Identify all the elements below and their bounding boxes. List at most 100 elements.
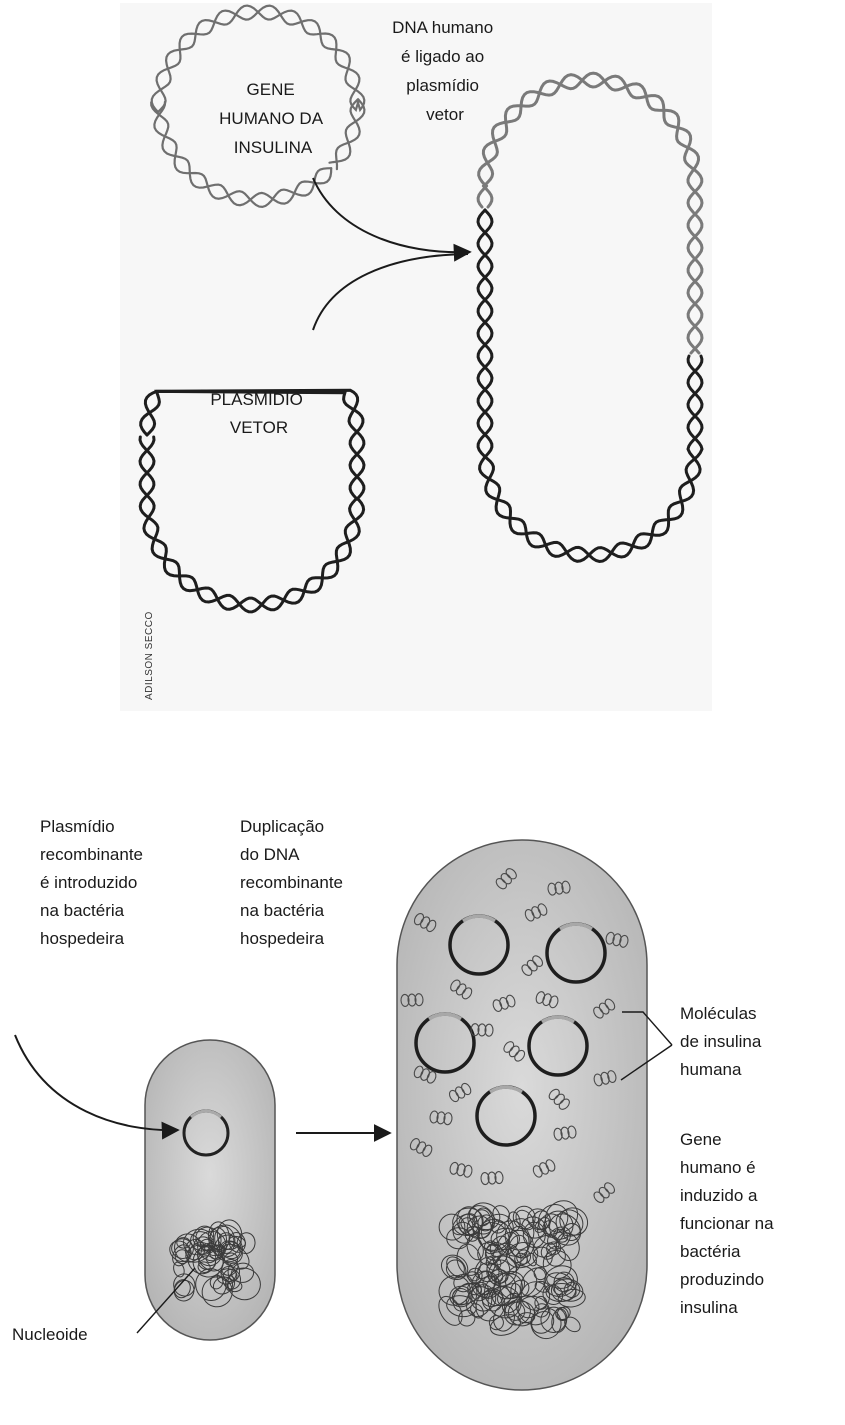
inserted-gene-segment — [559, 922, 593, 931]
nucleoid-loop — [452, 1282, 478, 1312]
nucleoid-loop — [221, 1243, 250, 1270]
plasmid-vector-label-line: VETOR — [230, 418, 288, 437]
nucleoid-loop — [507, 1211, 521, 1231]
insulin-molecule — [429, 1110, 453, 1126]
plasmid-vector-label: PLASMÍDIO VETOR — [210, 390, 307, 437]
nucleoid-loop — [477, 1218, 511, 1251]
helix-strand — [155, 4, 366, 171]
nucleoid-loop — [227, 1267, 261, 1301]
plasmid-vector-strand — [138, 388, 366, 614]
ligation-label-line: DNA humano — [392, 18, 493, 37]
nucleoid-loop — [546, 1241, 562, 1256]
nucleoid-loop — [537, 1204, 569, 1235]
nucleoid-loop — [515, 1209, 535, 1231]
helix-strand — [153, 100, 333, 209]
insulin-molecule — [503, 1041, 526, 1062]
introduction-label-line: recombinante — [40, 845, 143, 864]
nucleoid-loop — [545, 1282, 577, 1303]
insulin-molecule — [553, 1125, 577, 1141]
nucleoid-loop — [472, 1207, 494, 1239]
helix-strand — [150, 101, 333, 207]
nucleoid-loop — [207, 1221, 230, 1253]
helix-strand — [150, 4, 366, 164]
nucleoid-loop — [212, 1276, 234, 1295]
gene-expression-label-line: produzindo — [680, 1270, 764, 1289]
insulin-molecules — [400, 868, 629, 1204]
ligation-label-line: é ligado ao — [401, 47, 484, 66]
nucleoid-loop — [236, 1232, 256, 1254]
inserted-gene-segment — [189, 1109, 223, 1119]
inserted-gene-segment — [489, 1085, 523, 1094]
nucleoid-loop — [555, 1307, 569, 1321]
nucleoid-loop — [482, 1292, 503, 1312]
human-insulin-gene-strand — [150, 4, 366, 209]
gene-expression-label-line: Gene — [680, 1130, 722, 1149]
nucleoid-loop — [557, 1288, 586, 1308]
nucleoid-loop — [438, 1213, 466, 1241]
duplication-label-line: hospedeira — [240, 929, 325, 948]
gene-label: GENE HUMANO DA INSULINA — [219, 80, 327, 157]
nucleoid-loop — [531, 1311, 555, 1334]
inserted-gene-segment — [428, 1012, 462, 1021]
nucleoid-loop — [546, 1272, 572, 1289]
inserted-gene-segment — [462, 914, 496, 923]
insulin-molecule — [535, 991, 559, 1009]
nucleoid-loop — [510, 1279, 530, 1299]
insulin-label-line: de insulina — [680, 1032, 762, 1051]
helix-strand — [138, 389, 366, 612]
gene-expression-label-line: humano é — [680, 1158, 756, 1177]
nucleoid-loop — [198, 1255, 217, 1270]
recombinant-plasmid-strand — [476, 71, 704, 564]
helix-strand — [476, 208, 704, 563]
insulin-label-line: humana — [680, 1060, 742, 1079]
insulin-molecule — [480, 1171, 504, 1186]
nucleoid-loop — [555, 1232, 580, 1261]
gene-expression-label-line: induzido a — [680, 1186, 758, 1205]
insulin-label-line: Moléculas — [680, 1004, 757, 1023]
nucleoid-loop — [201, 1276, 233, 1308]
introduction-label-line: Plasmídio — [40, 817, 115, 836]
gene-label-line: GENE — [247, 80, 295, 99]
insulin-molecule — [593, 1182, 616, 1204]
nucleoid-loop — [517, 1295, 551, 1326]
producing-bacterium — [396, 839, 648, 1391]
ligation-label-line: plasmídio — [406, 76, 479, 95]
nucleoid-loop — [225, 1275, 236, 1292]
nucleoid-loop — [446, 1227, 471, 1250]
nucleoid-loop — [173, 1261, 185, 1278]
nucleoid-loop — [552, 1279, 569, 1296]
insulin-molecule — [548, 1088, 570, 1110]
nucleoid-loop — [477, 1214, 495, 1232]
nucleoid-loop — [532, 1246, 553, 1268]
nucleoid-loop — [222, 1268, 242, 1290]
insulin-molecule — [450, 979, 473, 1000]
nucleoid-loop — [554, 1278, 584, 1302]
helix-strand — [476, 184, 489, 209]
nucleoid-loop — [471, 1270, 500, 1298]
nucleoid-loop — [446, 1295, 477, 1318]
nucleoid-loop — [214, 1234, 243, 1263]
insulin-label: Moléculas de insulina humana — [680, 1004, 766, 1079]
gene-expression-label: Gene humano é induzido a funcionar na ba… — [680, 1130, 778, 1317]
nucleoid-loop — [540, 1306, 567, 1333]
nucleoid-loop — [172, 1244, 191, 1267]
nucleoid-loop — [516, 1249, 532, 1265]
insulin-molecule — [593, 1070, 617, 1087]
nucleoid-loop — [480, 1213, 514, 1247]
insulin-molecule — [605, 931, 629, 948]
insulin-molecule — [449, 1161, 473, 1178]
helix-strand — [481, 71, 704, 355]
insulin-molecule — [521, 955, 544, 976]
nucleoid-loop — [221, 1258, 239, 1276]
duplication-label-line: Duplicação — [240, 817, 324, 836]
nucleoid-loop — [176, 1237, 191, 1249]
nucleoid-loop — [193, 1236, 213, 1256]
gene-to-recombinant-arrow — [312, 177, 472, 262]
helix-strand — [477, 73, 704, 355]
top-panel: GENE HUMANO DA INSULINA PLASMÍDIO VETOR … — [120, 3, 712, 711]
nucleoid-loop — [171, 1238, 194, 1259]
nucleoid-loop — [483, 1273, 517, 1307]
nucleoid-loop — [496, 1220, 531, 1257]
insulin-molecule — [409, 1138, 433, 1157]
